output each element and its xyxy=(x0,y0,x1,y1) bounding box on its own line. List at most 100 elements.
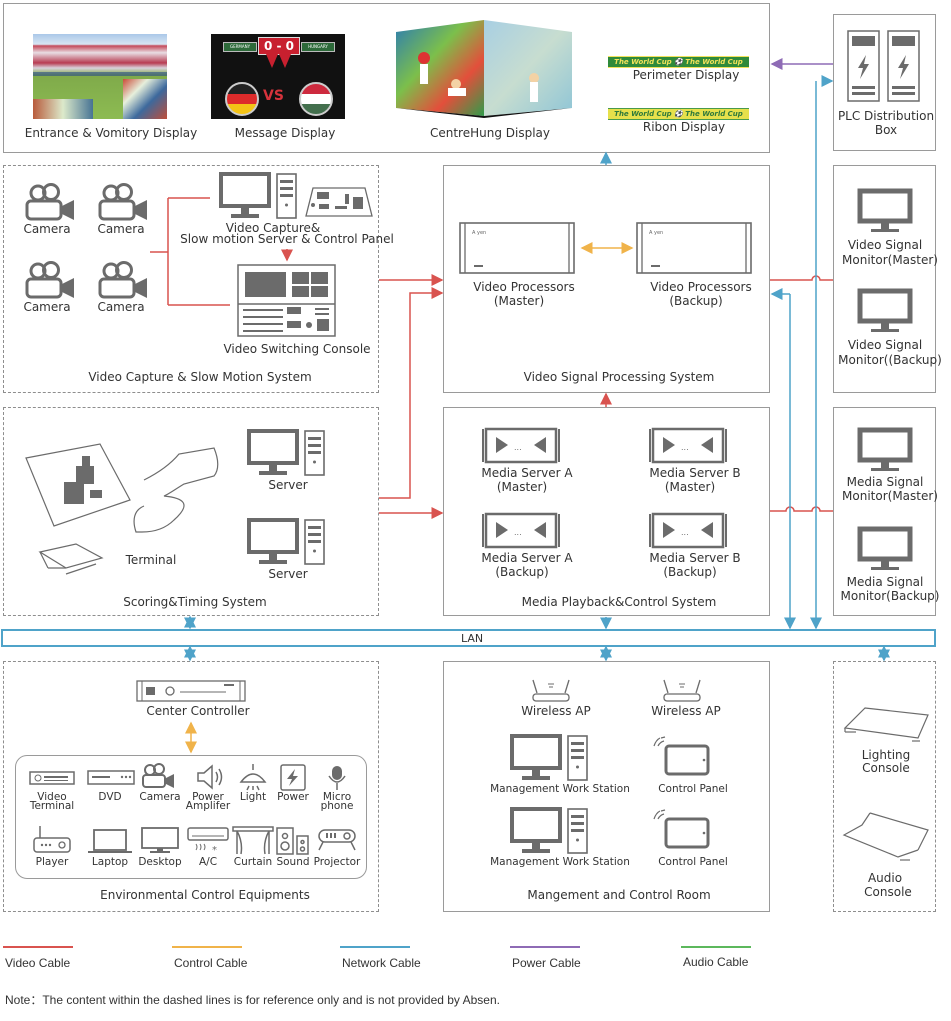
media-server-icon xyxy=(481,427,561,464)
lighting-console-icon xyxy=(843,707,929,742)
terminal-label: Terminal xyxy=(125,553,177,567)
lan-bus: LAN xyxy=(1,629,936,647)
equipment-label: Projector xyxy=(313,856,361,868)
curtain-icon xyxy=(232,826,274,855)
plc-label-2: Box xyxy=(874,123,898,137)
video-monitor-master-label-1: Video Signal xyxy=(847,238,923,252)
equipment-label: Laptop xyxy=(91,856,129,868)
media-monitor-master-label-2: Monitor(Master) xyxy=(842,489,938,503)
camera-label: Camera xyxy=(97,300,145,314)
dvd-icon xyxy=(87,770,135,785)
control-panel-label: Control Panel xyxy=(658,783,728,795)
video-monitor-backup-label-1: Video Signal xyxy=(847,338,923,352)
legend-label: Audio Cable xyxy=(683,955,749,969)
message-display-label: Message Display xyxy=(234,126,336,140)
lighting-console-label-2: Console xyxy=(862,761,910,775)
media-server-label-2: (Backup) xyxy=(495,565,549,579)
lan-label: LAN xyxy=(461,632,484,645)
equipment-label: Power xyxy=(277,791,309,803)
power-icon xyxy=(280,764,306,791)
audio-console-label-1: Audio xyxy=(867,871,903,885)
wireless-ap-label: Wireless AP xyxy=(521,704,591,718)
perimeter-banner: The World Cup ⚽ The World Cup xyxy=(608,56,749,68)
audio-console-label-2: Console xyxy=(864,885,912,899)
console-box xyxy=(833,661,936,912)
server-label: Server xyxy=(268,567,308,581)
equipment-label: Amplifer xyxy=(185,800,231,812)
media-server-icon xyxy=(481,512,561,549)
equipment-label: Player xyxy=(35,856,69,868)
lighting-console-label-1: Lighting xyxy=(861,748,911,762)
legend-swatch xyxy=(3,946,73,948)
terminal-icon xyxy=(25,443,219,575)
equipment-label: Camera xyxy=(139,791,181,803)
equipment-label: DVD xyxy=(98,791,122,803)
equipment-label: Light xyxy=(239,791,267,803)
perimeter-display-label: Perimeter Display xyxy=(632,68,740,82)
legend-label: Video Cable xyxy=(5,956,71,970)
speaker-icon xyxy=(197,764,223,790)
server-label: Server xyxy=(268,478,308,492)
equipment-label: Desktop xyxy=(138,856,182,868)
lamp-icon xyxy=(239,764,267,791)
plc-label-1: PLC Distribution xyxy=(837,109,935,123)
wireless-ap-icon xyxy=(663,679,701,702)
media-monitor-backup-label-1: Media Signal xyxy=(846,575,924,589)
camera-icon xyxy=(98,183,149,222)
video-capture-system-label: Video Capture & Slow Motion System xyxy=(88,370,312,384)
video-terminal-icon xyxy=(29,771,75,785)
speaker-box-icon xyxy=(276,827,309,855)
media-server-label-1: Media Server B xyxy=(649,551,741,565)
camera-icon xyxy=(142,763,174,788)
workstation-label: Management Work Station xyxy=(490,856,630,868)
media-monitor-master-label-1: Media Signal xyxy=(846,475,924,489)
message-display-image: GERMANY HUNGARY 0 - 0 VS xyxy=(211,34,345,119)
entrance-display-label: Entrance & Vomitory Display xyxy=(24,126,198,140)
microphone-icon xyxy=(328,766,346,790)
legend-swatch xyxy=(510,946,580,948)
media-server-icon xyxy=(648,512,728,549)
equipment-label: Sound xyxy=(276,856,310,868)
germany-flag-icon xyxy=(225,82,259,116)
ribon-display-label: Ribon Display xyxy=(642,120,726,134)
video-processor-master-label-2: (Master) xyxy=(493,294,545,308)
media-server-label-1: Media Server B xyxy=(649,466,741,480)
laptop-icon xyxy=(88,829,132,853)
centrehung-display-label: CentreHung Display xyxy=(429,126,551,140)
score: 0 - 0 xyxy=(258,37,300,55)
media-server-icon xyxy=(648,427,728,464)
tablet-icon xyxy=(652,808,710,849)
server-icon xyxy=(247,429,326,477)
control-panel-label: Control Panel xyxy=(658,856,728,868)
team-right: HUNGARY xyxy=(301,42,335,52)
media-server-label-1: Media Server A xyxy=(481,551,573,565)
center-controller-label: Center Controller xyxy=(146,704,250,718)
camera-icon xyxy=(98,261,149,300)
environmental-control-system xyxy=(3,661,379,912)
control-panel-icon xyxy=(305,187,373,217)
video-processor-backup-label-2: (Backup) xyxy=(669,294,723,308)
video-processor-backup-label-1: Video Processors xyxy=(650,280,752,294)
router-icon xyxy=(33,826,71,853)
air-conditioner-icon: * xyxy=(187,827,229,856)
video-monitor-box xyxy=(833,165,936,393)
video-processor-master-label-1: Video Processors xyxy=(473,280,575,294)
monitor-icon xyxy=(857,288,913,334)
camera-label: Camera xyxy=(97,222,145,236)
media-system-label: Media Playback&Control System xyxy=(521,595,717,609)
ribon-banner: The World Cup ⚽ The World Cup xyxy=(608,108,749,120)
legend-label: Control Cable xyxy=(174,956,248,970)
desktop-icon xyxy=(141,827,179,853)
camera-label: Camera xyxy=(23,222,71,236)
video-monitor-backup-label-2: Monitor((Backup) xyxy=(838,353,942,367)
hungary-flag-icon xyxy=(299,82,333,116)
equipment-label: Micro xyxy=(322,791,352,803)
legend-label: Power Cable xyxy=(512,956,581,970)
svg-text:*: * xyxy=(212,845,217,856)
video-processing-system-label: Video Signal Processing System xyxy=(523,370,715,384)
management-system-label: Mangement and Control Room xyxy=(527,888,711,902)
footnote: Note：The content within the dashed lines… xyxy=(5,993,500,1007)
monitor-icon xyxy=(857,427,913,473)
media-monitor-box xyxy=(833,407,936,616)
video-processor-master-icon xyxy=(459,222,575,274)
